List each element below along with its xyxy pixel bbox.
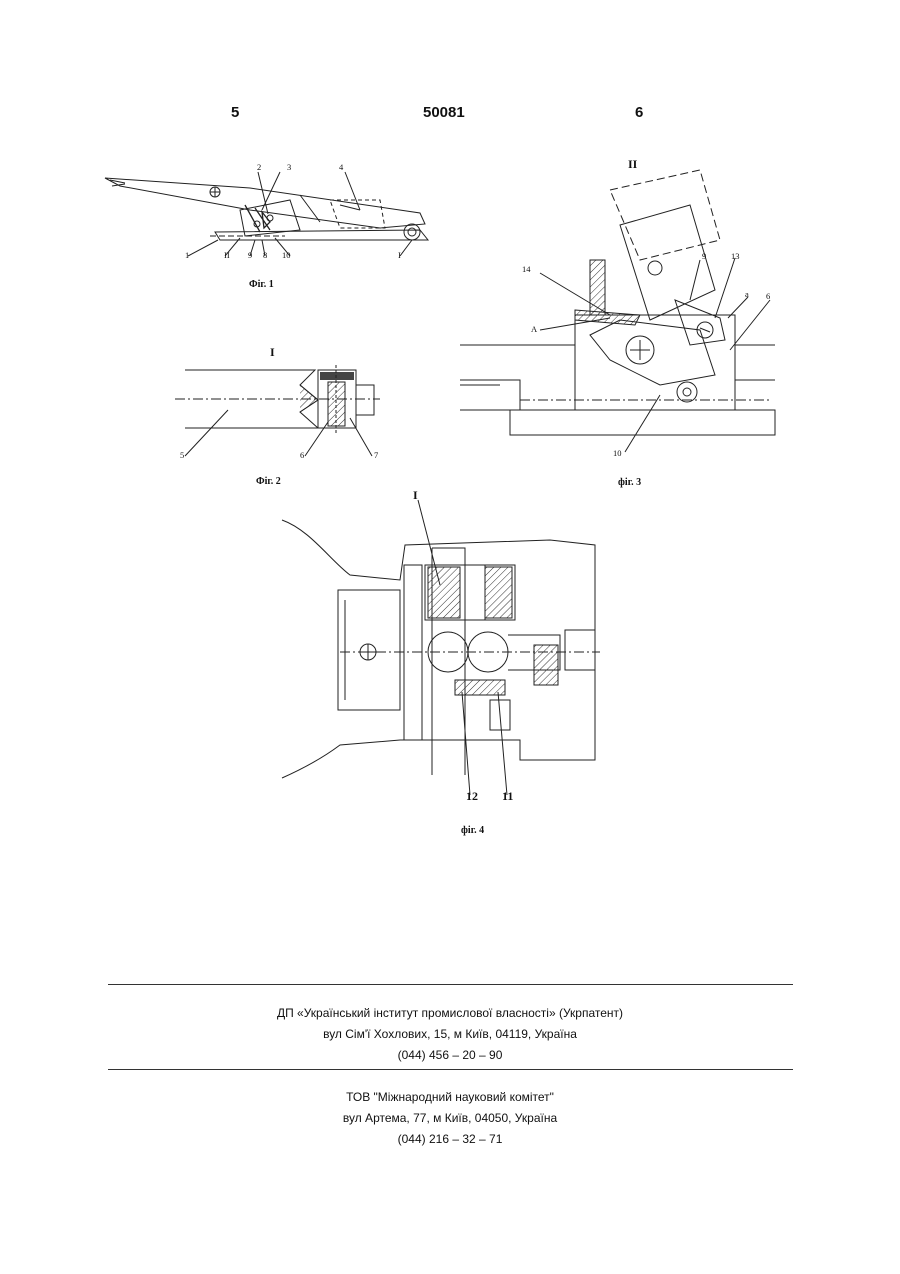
org1-address: вул Сім'ї Хохлових, 15, м Київ, 04119, У… [0, 1027, 900, 1041]
fig1-label-1: 1 [185, 250, 189, 260]
fig1-label-3: 3 [287, 162, 291, 172]
org1-phone: (044) 456 – 20 – 90 [0, 1048, 900, 1062]
fig1-label-8: 8 [263, 250, 267, 260]
fig1-label-4: 4 [339, 162, 344, 172]
fig3-label-a: a [745, 289, 749, 299]
fig3-label-6: 6 [766, 291, 770, 301]
fig3-title-II: II [628, 157, 638, 171]
fig1-label-2: 2 [257, 162, 261, 172]
org1-name: ДП «Український інститут промислової вла… [0, 1006, 900, 1020]
footer-rule-middle [108, 1069, 793, 1070]
fig3-label-10: 10 [613, 448, 622, 458]
fig3-label-A: A [531, 324, 538, 334]
fig4-label-I: I [413, 488, 418, 502]
fig1-caption: Фіг. 1 [249, 279, 274, 290]
fig4-caption: фіг. 4 [461, 825, 484, 836]
org2-phone: (044) 216 – 32 – 71 [0, 1132, 900, 1146]
fig1-label-II: II [224, 250, 230, 260]
fig3-label-9: 9 [702, 251, 706, 261]
fig2-caption: Фіг. 2 [256, 476, 281, 487]
fig4-label-12: 12 [466, 789, 478, 803]
fig1-label-9: 9 [248, 250, 252, 260]
fig2-label-7: 7 [374, 450, 378, 460]
fig1-label-10: 10 [282, 250, 291, 260]
fig4-label-11: 11 [502, 789, 513, 803]
fig3-label-14: 14 [522, 264, 531, 274]
figure-4-drawing [282, 500, 600, 795]
fig2-label-6: 6 [300, 450, 304, 460]
fig3-label-13: 13 [731, 251, 740, 261]
footer-rule-top [108, 984, 793, 985]
org2-address: вул Артема, 77, м Київ, 04050, Україна [0, 1111, 900, 1125]
fig3-caption: фіг. 3 [618, 477, 641, 488]
org2-name: ТОВ "Міжнародний науковий комітет" [0, 1090, 900, 1104]
figure-3-drawing [460, 170, 775, 452]
figure-1-drawing [105, 172, 428, 256]
fig2-title-I: I [270, 345, 275, 359]
fig1-label-I: I [398, 250, 401, 260]
figure-2-drawing [175, 365, 380, 456]
fig2-label-5: 5 [180, 450, 184, 460]
